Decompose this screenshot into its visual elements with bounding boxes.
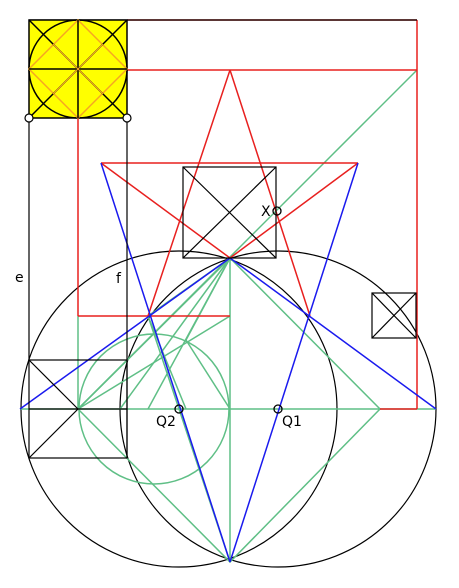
- green-diag-5: [185, 339, 231, 410]
- top-left-yellow-square: [24, 18, 132, 123]
- red-tri-right: [229, 162, 359, 259]
- right-small-square-diag-2: [371, 292, 417, 339]
- label-f: f: [116, 271, 122, 287]
- left-bottom-square-diag-1: [28, 359, 79, 410]
- red-apex-right: [229, 69, 311, 317]
- center-square: [182, 166, 277, 259]
- blue-left-star: [100, 162, 231, 563]
- green-diag-7: [77, 257, 231, 410]
- red-tri-left: [100, 162, 231, 259]
- green-diag-9: [119, 257, 231, 410]
- green-construction: [20, 69, 436, 564]
- green-diag-6: [147, 257, 231, 410]
- blue-construction: [19, 162, 437, 563]
- left-bottom-square-diag-2: [28, 408, 79, 459]
- label-q2: Q2: [156, 414, 176, 430]
- label-e: e: [15, 270, 24, 286]
- blue-right-star: [229, 162, 359, 563]
- center-square-diag-2: [182, 166, 277, 259]
- red-construction: [77, 19, 418, 410]
- point-x: [272, 206, 282, 216]
- green-diag-3: [147, 315, 187, 410]
- point-q1: [273, 404, 283, 414]
- blue-left-base: [19, 257, 231, 410]
- yellow-square-left-point: [24, 113, 34, 123]
- labels: e f X Q2 Q1: [15, 204, 302, 430]
- blue-right-base: [229, 257, 437, 410]
- label-q1: Q1: [282, 414, 302, 430]
- right-small-square: [371, 292, 417, 339]
- red-apex-left: [147, 69, 231, 317]
- marked-points: [174, 206, 283, 414]
- yellow-square-diamond-inner-2: [52, 43, 104, 95]
- label-x: X: [261, 204, 271, 220]
- yellow-square-right-point: [122, 113, 132, 123]
- point-q2: [174, 404, 184, 414]
